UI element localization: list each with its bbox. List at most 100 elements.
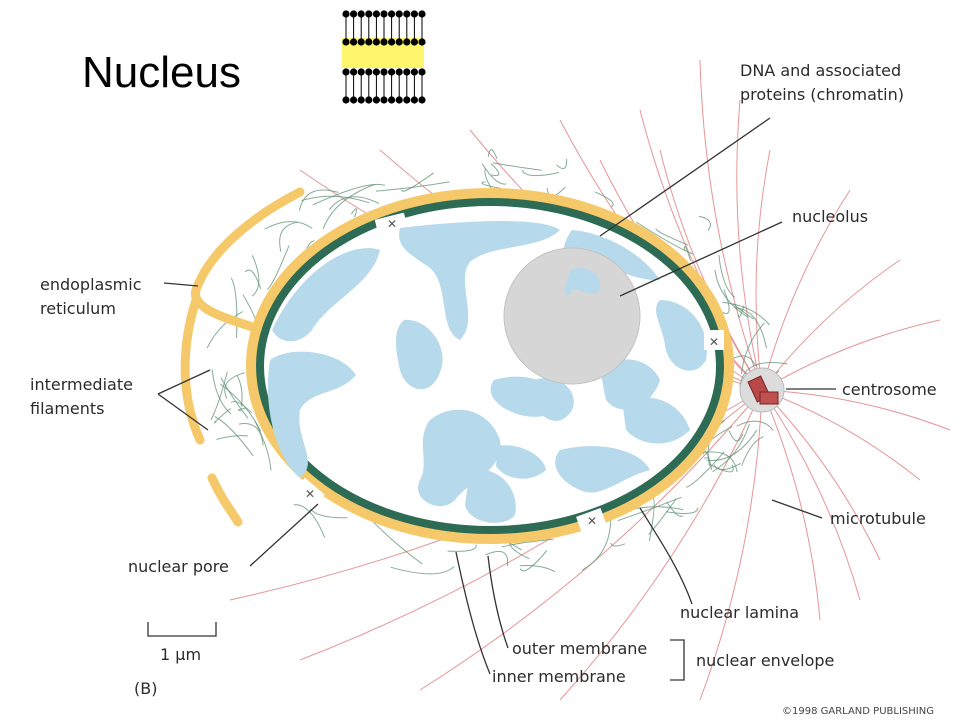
intermediate-filament [447, 544, 477, 552]
intermediate-filament [244, 269, 262, 289]
intermediate-filament [481, 181, 502, 189]
svg-text:✕: ✕ [305, 487, 315, 501]
intermediate-filament [310, 508, 348, 519]
intermediate-filament [251, 255, 260, 297]
intermediate-filament [492, 162, 542, 171]
intermediate-filament [264, 221, 313, 230]
lipid-head [418, 10, 426, 18]
nuclear-pore: ✕ [704, 330, 724, 350]
intermediate-filament [238, 423, 264, 446]
lipid-head [342, 38, 350, 46]
leader-lines [147, 117, 836, 681]
lipid-head [342, 96, 350, 104]
intermediate-filament [298, 189, 339, 211]
scale-bar [147, 622, 217, 637]
intermediate-filament [666, 507, 699, 514]
lipid-head [410, 96, 418, 104]
lipid-head [395, 10, 403, 18]
lipid-head [365, 68, 373, 76]
intermediate-filament [267, 245, 290, 290]
intermediate-filament [722, 301, 770, 326]
intermediate-filament [490, 163, 500, 176]
lipid-head [410, 10, 418, 18]
microtubule-fiber [699, 389, 763, 701]
intermediate-filament [739, 361, 788, 387]
lipid-head [380, 68, 388, 76]
er-strand [180, 295, 205, 445]
lipid-head [403, 96, 411, 104]
microtubule-fiber [761, 389, 951, 431]
leader-nucleolus [619, 221, 783, 297]
envelope-bracket [670, 639, 685, 681]
labels: DNA and associated proteins (chromatin) … [30, 61, 937, 717]
centrosome [739, 367, 785, 413]
intermediate-filament [206, 311, 243, 349]
lipid-head [403, 38, 411, 46]
label-er-line1: endoplasmic [40, 275, 142, 294]
intermediate-filament [698, 215, 711, 231]
nuclear-pore: ✕ [293, 477, 325, 509]
microtubule-fiber [761, 389, 921, 481]
microtubule-fiber [761, 189, 851, 391]
lipid-head [403, 10, 411, 18]
svg-text:✕: ✕ [387, 217, 397, 231]
lipid-head [350, 68, 358, 76]
intermediate-filament [736, 420, 774, 431]
label-centrosome: centrosome [842, 380, 937, 399]
lipid-head [365, 38, 373, 46]
label-dna-line2: proteins (chromatin) [740, 85, 904, 104]
lipid-head [365, 10, 373, 18]
lipid-head [350, 96, 358, 104]
microtubule-fiber [761, 389, 861, 601]
chromatin-region [496, 445, 546, 479]
lipid-head [357, 10, 365, 18]
lipid-head [395, 38, 403, 46]
nucleolus-chromatin [564, 268, 601, 296]
chromatin-region [465, 469, 516, 523]
chromatin-region [622, 397, 690, 444]
lipid-head [388, 38, 396, 46]
nuclear-pore: ✕ [576, 508, 606, 532]
lipid-head [388, 10, 396, 18]
lipid-head [357, 68, 365, 76]
intermediate-filament [487, 149, 498, 159]
label-nuclear-lamina: nuclear lamina [680, 603, 799, 622]
svg-text:✕: ✕ [587, 514, 597, 528]
microtubule-fiber [761, 389, 821, 621]
lipid-head [372, 96, 380, 104]
copyright-text: ©1998 GARLAND PUBLISHING [782, 706, 934, 717]
intermediate-filament [350, 208, 358, 218]
leader-nuclear-lamina [639, 507, 693, 605]
microtubule-fiber [559, 389, 763, 701]
panel-letter: (B) [134, 679, 157, 698]
intermediate-filament [371, 519, 423, 565]
intermediate-filament [211, 369, 232, 415]
intermediate-filament [305, 240, 315, 250]
intermediate-filament [230, 400, 253, 414]
lipid-head [372, 38, 380, 46]
intermediate-filament [714, 269, 749, 318]
lipid-head [380, 10, 388, 18]
intermediate-filament [214, 416, 254, 457]
microtubule-fiber [659, 149, 763, 391]
intermediate-filament [737, 305, 745, 318]
chromatin [267, 221, 707, 523]
label-microtubule: microtubule [830, 509, 926, 528]
lipid-bilayer-icon [342, 10, 426, 104]
microtubule-fiber [755, 149, 771, 391]
intermediate-filament [741, 436, 764, 466]
intermediate-filament [734, 307, 767, 349]
intermediate-filament [556, 158, 568, 170]
lipid-head [410, 38, 418, 46]
leader-microtubule [771, 499, 823, 519]
chromatin-region [600, 359, 660, 410]
outer-membrane [246, 188, 734, 544]
intermediate-filament [501, 538, 554, 548]
intermediate-filament [712, 423, 750, 473]
intermediate-filament [720, 289, 730, 314]
intermediate-filament [236, 375, 243, 407]
lipid-head [418, 96, 426, 104]
chromatin-region [555, 446, 650, 493]
